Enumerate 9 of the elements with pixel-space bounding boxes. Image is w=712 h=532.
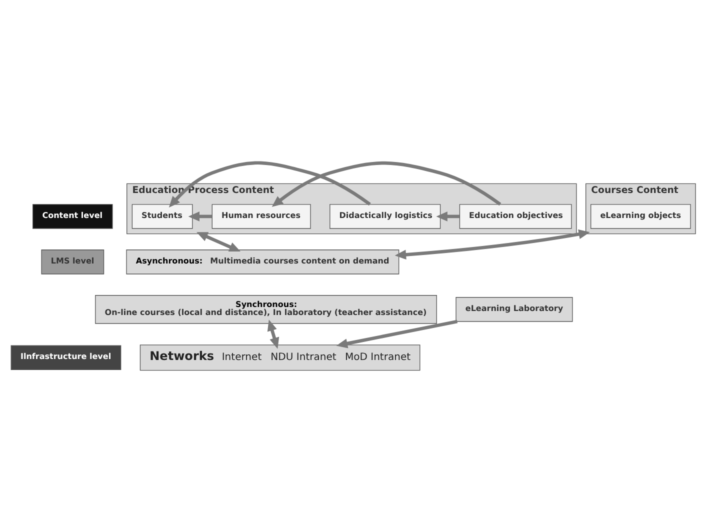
arrow bbox=[272, 160, 502, 206]
node-box: Networks Internet NDU Intranet MoD Intranet bbox=[140, 344, 420, 370]
arrow bbox=[436, 211, 460, 221]
arrow bbox=[168, 160, 371, 208]
arrow bbox=[394, 228, 590, 260]
arrow bbox=[196, 232, 241, 252]
arrow bbox=[267, 319, 280, 348]
arrow bbox=[336, 319, 458, 348]
arrow bbox=[188, 211, 212, 221]
